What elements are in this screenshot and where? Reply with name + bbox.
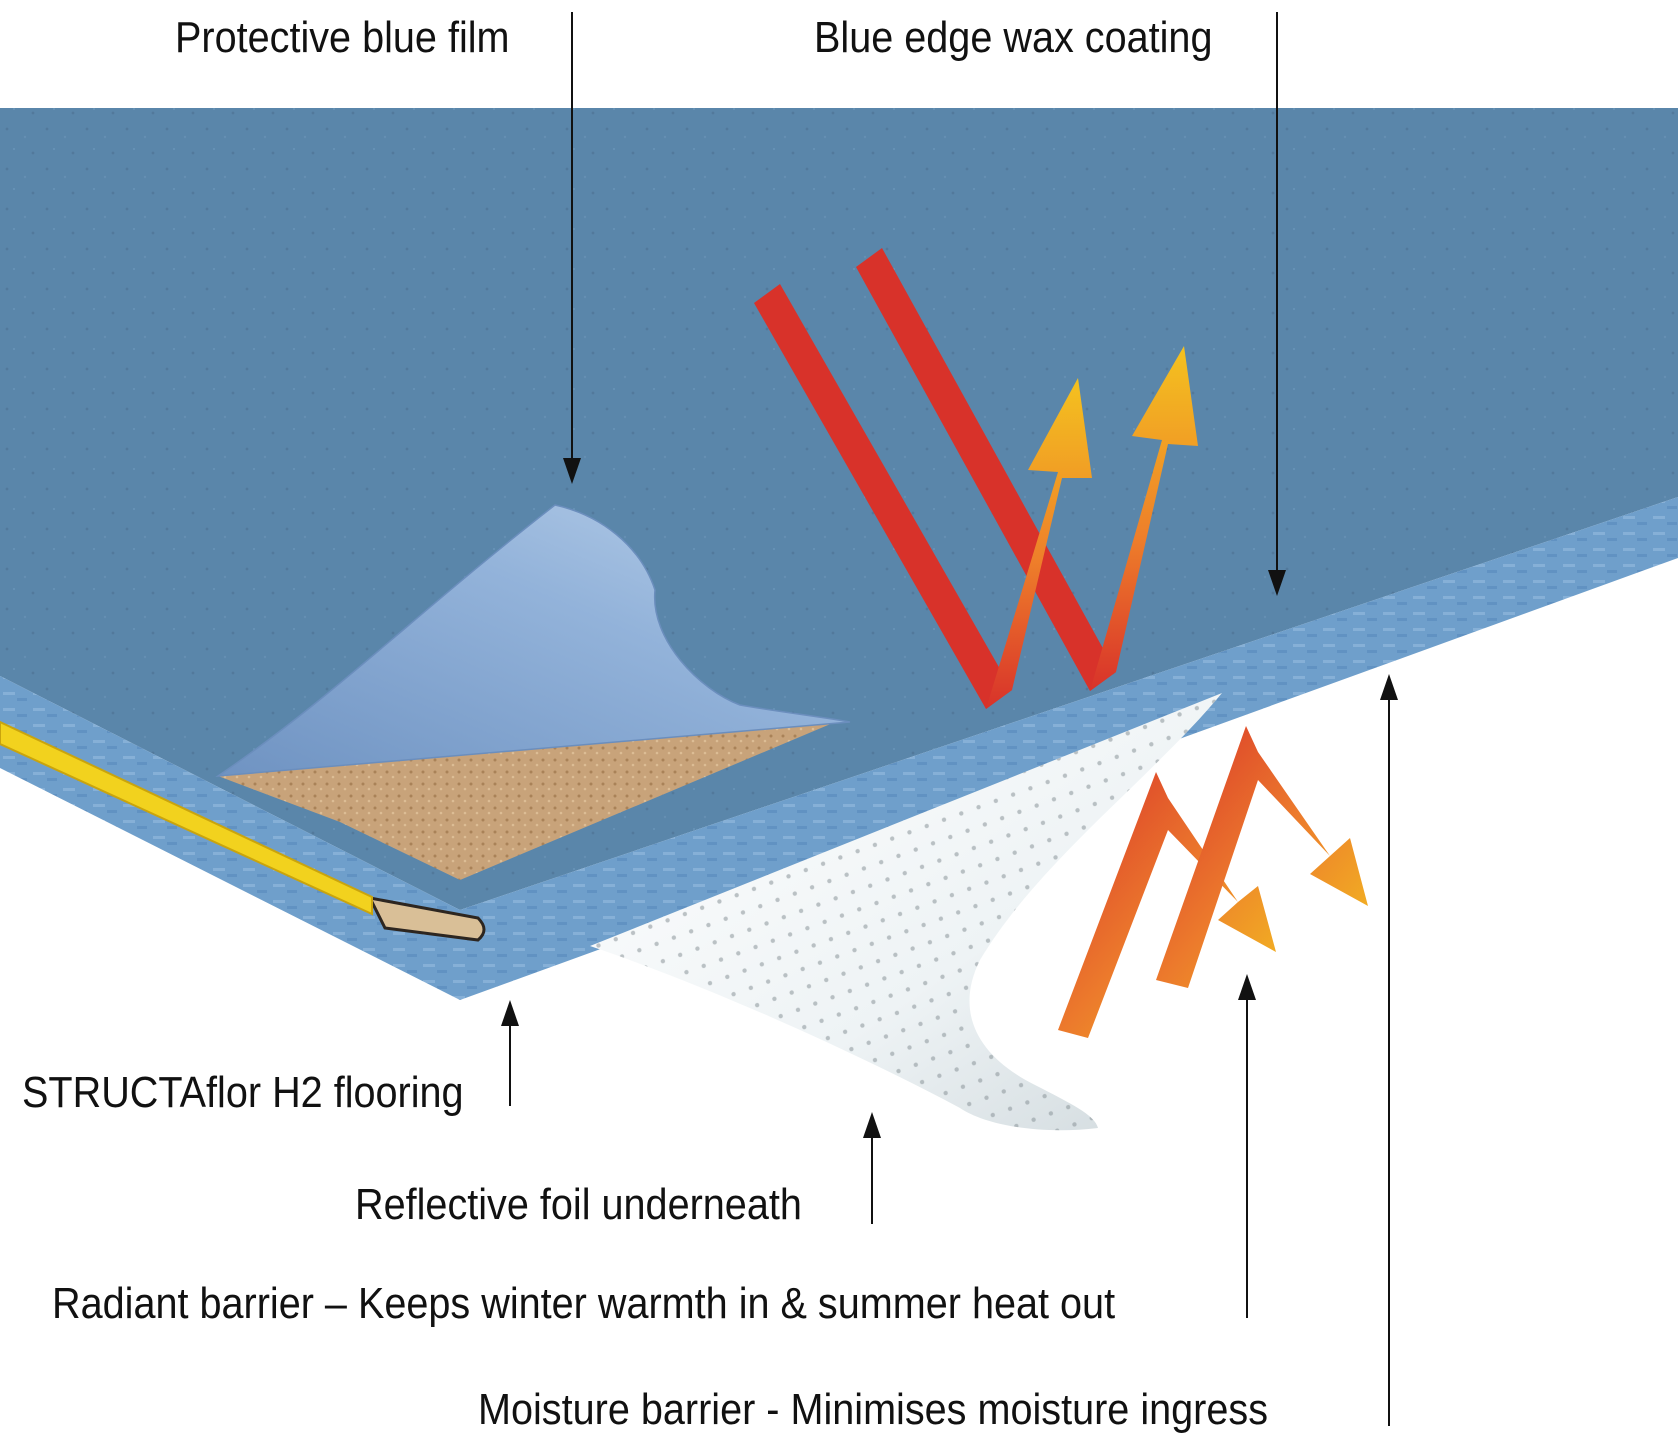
arrowhead-wax bbox=[1268, 570, 1286, 596]
board-groove bbox=[367, 895, 486, 942]
arrowhead-flooring bbox=[501, 1000, 519, 1026]
board-core bbox=[218, 720, 840, 880]
leader-lines bbox=[501, 12, 1398, 1426]
radiant-heat-arrows-bottom bbox=[1058, 726, 1368, 1038]
label-protective-blue-film: Protective blue film bbox=[175, 13, 510, 62]
reflective-foil-dots bbox=[590, 693, 1222, 1131]
arrowhead-moisture bbox=[1380, 674, 1398, 700]
gradient-down-arrow-icon bbox=[1058, 772, 1276, 1038]
label-moisture-barrier: Moisture barrier - Minimises moisture in… bbox=[478, 1385, 1268, 1434]
red-diagonal-arrow-icon bbox=[856, 248, 1116, 691]
red-diagonal-arrow-icon bbox=[754, 284, 1012, 709]
arrowhead-film bbox=[563, 458, 581, 484]
gradient-up-arrow-icon bbox=[986, 378, 1092, 709]
arrowhead-radiant bbox=[1238, 974, 1256, 1000]
gradient-up-arrow-icon bbox=[1090, 346, 1198, 691]
radiant-heat-arrows-top bbox=[754, 248, 1198, 709]
arrowhead-foil bbox=[863, 1112, 881, 1138]
board-edge-wax bbox=[460, 497, 1678, 1000]
label-blue-edge-wax-coating: Blue edge wax coating bbox=[814, 13, 1213, 62]
label-structaflor-h2-flooring: STRUCTAflor H2 flooring bbox=[22, 1068, 464, 1117]
label-reflective-foil: Reflective foil underneath bbox=[355, 1180, 802, 1229]
gradient-down-arrow-icon bbox=[1156, 726, 1368, 988]
label-radiant-barrier: Radiant barrier – Keeps winter warmth in… bbox=[52, 1279, 1116, 1328]
yellow-tongue-strip bbox=[0, 720, 373, 916]
peeled-protective-film bbox=[215, 504, 851, 777]
